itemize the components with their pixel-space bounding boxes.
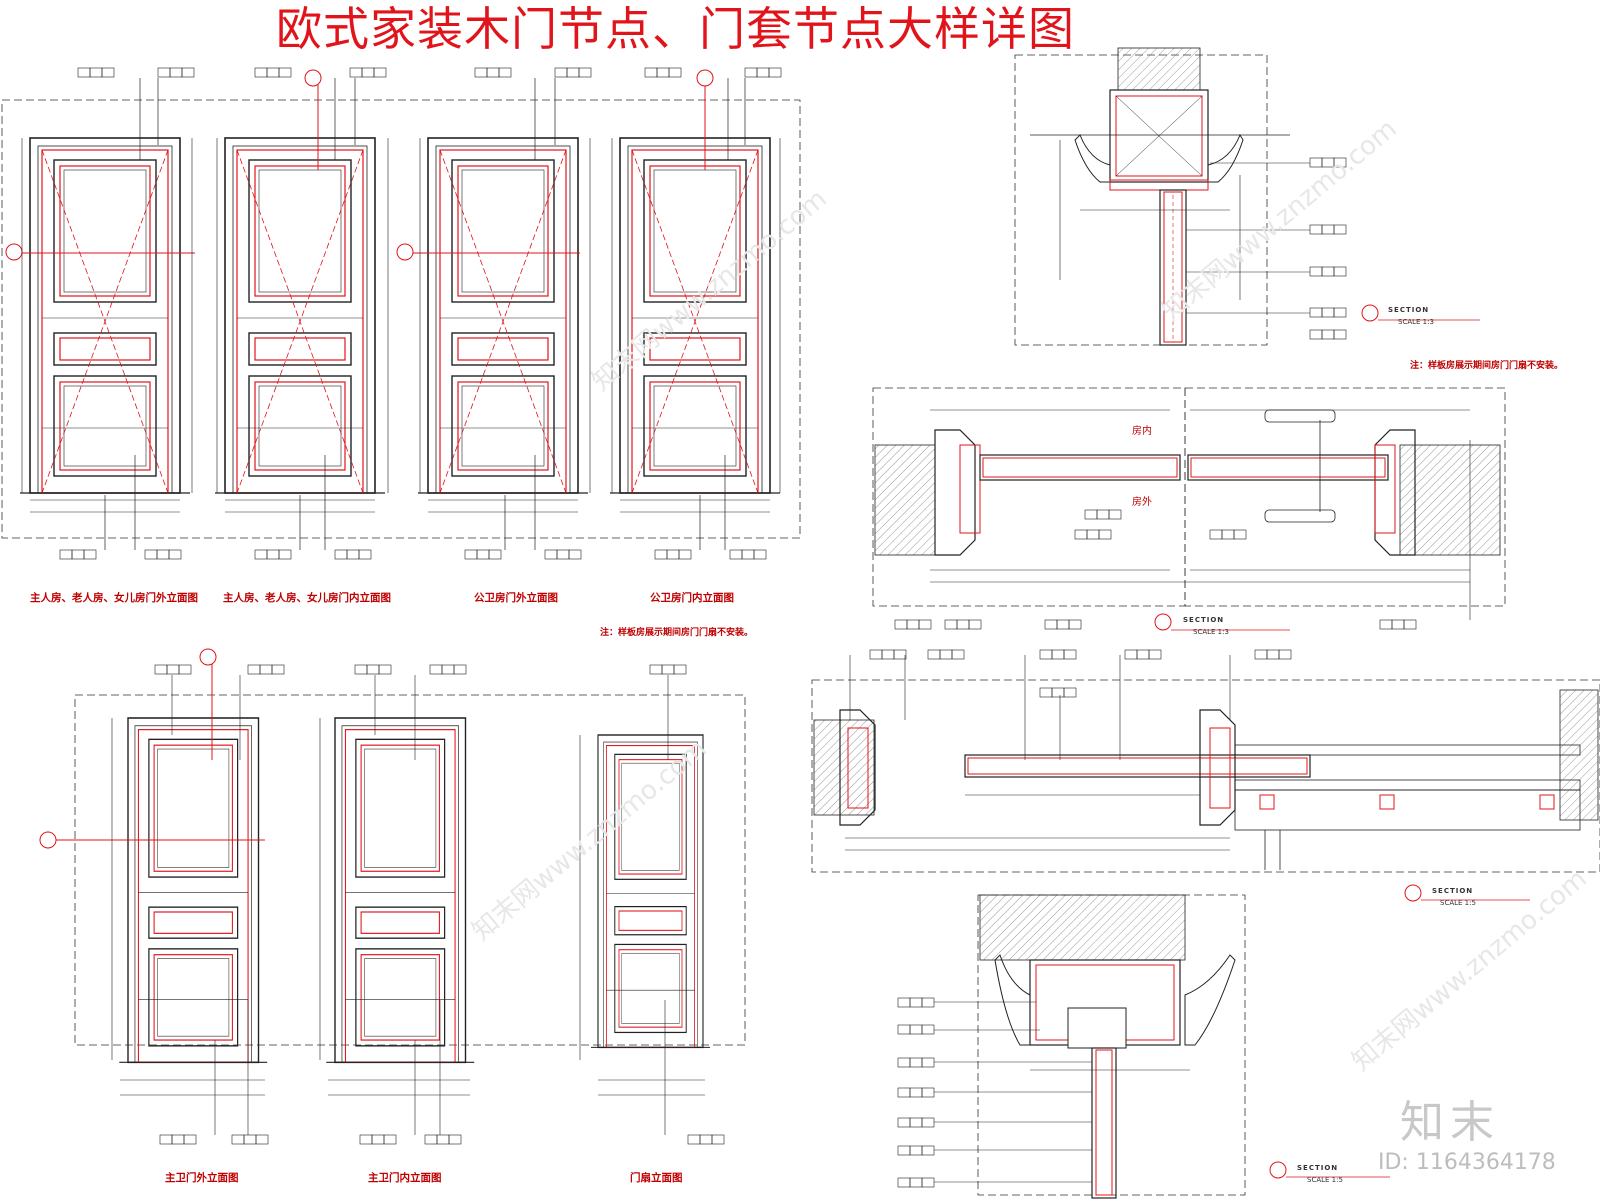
page-title: 欧式家装木门节点、门套节点大样详图 xyxy=(276,2,1075,56)
brand-logo: 知末 xyxy=(1400,1097,1500,1148)
caption-master-bath-interior: 主卫门内立面图 xyxy=(368,1172,442,1184)
section-title: SECTION xyxy=(1432,887,1474,895)
caption-master-door-interior: 主人房、老人房、女儿房门内立面图 xyxy=(223,592,391,604)
caption-public-bath-exterior: 公卫房门外立面图 xyxy=(474,592,558,604)
section-title: SECTION xyxy=(1183,616,1225,624)
section-scale: SCALE 1:3 xyxy=(1193,628,1229,636)
caption-public-bath-interior: 公卫房门内立面图 xyxy=(650,592,734,604)
caption-master-bath-exterior: 主卫门外立面图 xyxy=(165,1172,239,1184)
section-scale: SCALE 1:3 xyxy=(1398,318,1434,326)
section-title: SECTION xyxy=(1388,306,1430,314)
room-tag-outside: 房外 xyxy=(1132,497,1152,508)
note-sample-room: 注：样板房展示期间房门门扇不安装。 xyxy=(600,628,754,638)
section-title: SECTION xyxy=(1297,1164,1339,1172)
section-scale: SCALE 1:5 xyxy=(1307,1176,1343,1184)
section-scale: SCALE 1:5 xyxy=(1440,899,1476,907)
caption-master-door-exterior: 主人房、老人房、女儿房门外立面图 xyxy=(30,592,198,604)
caption-door-leaf: 门扇立面图 xyxy=(630,1172,683,1184)
room-tag-inside: 房内 xyxy=(1132,426,1152,437)
id-label: ID: 1164364178 xyxy=(1378,1150,1556,1175)
note-sample-room: 注：样板房展示期间房门门扇不安装。 xyxy=(1410,361,1564,371)
